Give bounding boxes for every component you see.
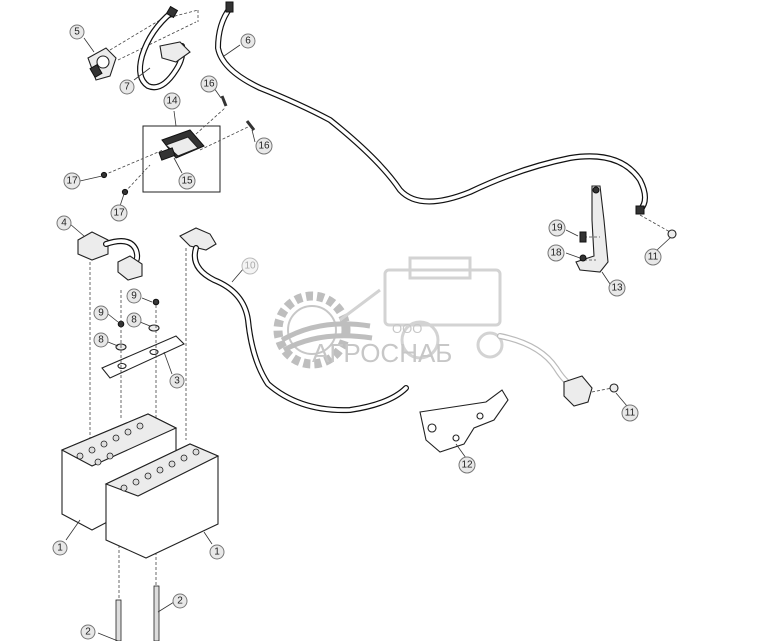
callout-11-upper: 11 (644, 248, 662, 266)
nut-11-lower (609, 383, 619, 393)
watermark-gear-logo (273, 291, 373, 369)
callout-1-left-label: 1 (57, 543, 63, 554)
callout-2-right: 2 (172, 593, 188, 609)
callout-19-label: 19 (551, 223, 563, 234)
watermark-prefix: ООО (392, 321, 422, 336)
ground-strap-13 (575, 185, 609, 273)
callout-11-lower-label: 11 (625, 408, 636, 419)
callout-8-upper: 8 (126, 312, 142, 328)
callout-8-upper-label: 8 (131, 315, 137, 326)
cable-10 (179, 227, 593, 414)
short-cable-7 (137, 5, 191, 91)
callout-1-right: 1 (209, 544, 225, 560)
callout-6: 6 (240, 33, 256, 49)
callout-7: 7 (119, 79, 135, 95)
washer-18 (579, 254, 587, 262)
callout-14-label: 14 (166, 96, 178, 107)
callout-17-bottom: 17 (110, 204, 128, 222)
leader-lines (65, 37, 671, 641)
battery-1-left (60, 413, 178, 531)
callout-12-label: 12 (461, 460, 473, 471)
nut-17-bottom (121, 188, 129, 196)
callout-7-label: 7 (124, 82, 130, 93)
callout-11-upper-label: 11 (648, 252, 659, 263)
callout-4-label: 4 (61, 218, 67, 229)
nut-17-left (100, 171, 108, 179)
hold-down-rods-2 (115, 585, 160, 641)
callout-16-upper-label: 16 (203, 79, 215, 90)
bolt-16-lower (245, 120, 256, 131)
callout-5-label: 5 (74, 27, 80, 38)
watermark: ООО АГРОСНАБ (273, 256, 504, 369)
callout-18-label: 18 (550, 248, 562, 259)
callout-17-bottom-label: 17 (113, 208, 125, 219)
callout-10: 10 (241, 257, 259, 275)
callout-1-right-label: 1 (214, 547, 220, 558)
bolt-16-upper (220, 95, 228, 107)
callout-10-label: 10 (244, 261, 256, 272)
callout-2-bottom-label: 2 (85, 627, 91, 638)
callout-3: 3 (169, 373, 185, 389)
callout-14: 14 (163, 92, 181, 110)
hold-down-bar-3 (101, 335, 185, 379)
callout-2-bottom: 2 (80, 624, 96, 640)
callout-4: 4 (56, 215, 72, 231)
watermark-harvester-logo (339, 256, 504, 360)
callout-16-lower-label: 16 (258, 141, 270, 152)
callout-17-left-label: 17 (66, 176, 78, 187)
callout-19: 19 (548, 219, 566, 237)
callout-1-left: 1 (52, 540, 68, 556)
callout-5: 5 (69, 24, 85, 40)
harness-4 (77, 231, 143, 281)
callout-8-lower-label: 8 (98, 335, 104, 346)
callout-9-lower-label: 9 (98, 308, 104, 319)
nut-11-upper (667, 229, 677, 239)
bracket-12 (419, 389, 509, 453)
watermark-brand: АГРОСНАБ (312, 338, 452, 368)
battery-switch-5 (87, 47, 117, 81)
callout-9-upper: 9 (126, 288, 142, 304)
callout-11-lower: 11 (621, 404, 639, 422)
callout-15: 15 (178, 172, 196, 190)
callout-9-upper-label: 9 (131, 291, 137, 302)
callout-9-lower: 9 (93, 305, 109, 321)
callout-16-upper: 16 (200, 75, 218, 93)
long-cable-6 (214, 1, 648, 215)
callout-13-label: 13 (611, 283, 623, 294)
callout-18: 18 (547, 244, 565, 262)
callout-3-label: 3 (174, 376, 180, 387)
callout-2-right-label: 2 (177, 596, 183, 607)
battery-1-right (104, 443, 220, 559)
callout-6-label: 6 (245, 36, 251, 47)
callout-16-lower: 16 (255, 137, 273, 155)
bolt-19 (579, 231, 587, 243)
callout-12: 12 (458, 456, 476, 474)
callout-8-lower: 8 (93, 332, 109, 348)
callout-15-label: 15 (181, 176, 193, 187)
callout-17-left: 17 (63, 172, 81, 190)
callout-13: 13 (608, 279, 626, 297)
